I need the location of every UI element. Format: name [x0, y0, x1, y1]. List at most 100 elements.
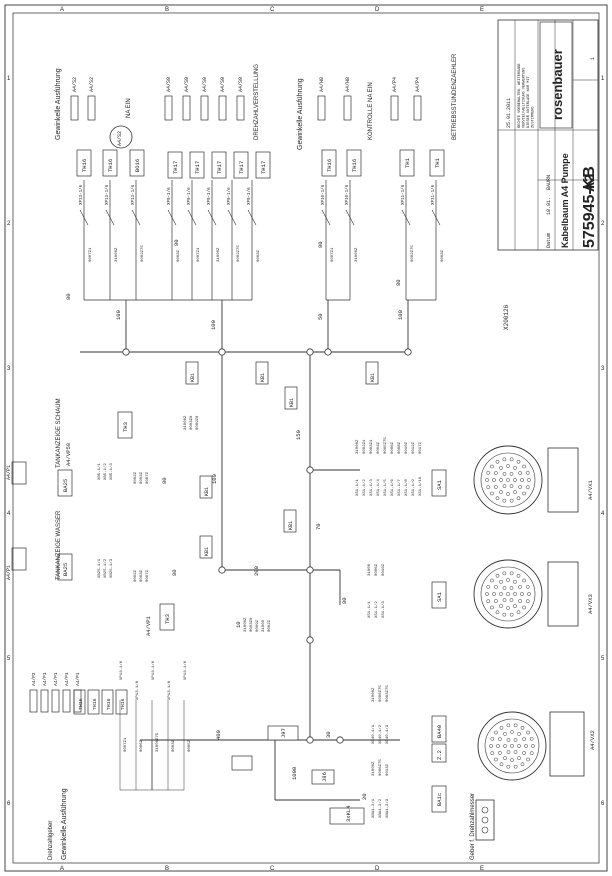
wire-xp-label: XP13-1/6 — [105, 184, 110, 205]
length-label: 50 — [317, 313, 324, 320]
svg-text:KB1: KB1 — [204, 487, 210, 496]
bottom-wire-runs: XP13-1/60007Z1XP13-1/60006ZXP13-1/631000… — [119, 660, 192, 791]
wire-code: 0017Z — [419, 441, 423, 454]
grid-number-left: 1 — [7, 76, 11, 82]
bundle-kb1-mid: KB1 KB1 KB1 KB1 — [199, 386, 298, 559]
conn-left-label: A4/P1 — [75, 672, 81, 686]
grid-letter-bottom: D — [375, 866, 380, 872]
length-label: 80 — [173, 239, 180, 246]
terminal-th17 — [167, 151, 183, 179]
length-label: 80 — [317, 241, 324, 248]
label-geber-drehzahl: Geber f. Drehzahlmesser — [470, 793, 476, 860]
length-label: 100 — [210, 320, 217, 330]
author: BAURN — [546, 175, 552, 190]
svg-text:A4/P1: A4/P1 — [6, 465, 12, 480]
connector-left-plug — [40, 689, 49, 713]
doc-code: X200126 — [503, 304, 510, 330]
svg-text:BA25: BA25 — [62, 479, 69, 492]
label-gewinkelle-left: Gewinkelle Ausführung — [55, 68, 62, 140]
wire-xp-label: XP9-1/6 — [247, 187, 252, 205]
wire-label: XBA1-2/1 — [371, 798, 376, 818]
term-th17-label: TH17 — [172, 161, 179, 174]
splice-node — [306, 636, 314, 644]
terminal-ba25-top: BA25 — [57, 469, 73, 497]
conn-s9-label: A4/S9 — [184, 77, 190, 92]
copyright-line: DIESER UNTERLAGE NUR MIT — [527, 75, 531, 128]
wire-label: XB40-1/2 — [378, 724, 383, 744]
wire-label: XS1-1/10 — [418, 476, 423, 496]
conn-left-label: A4/P1 — [42, 672, 48, 686]
grid-letter-bottom: C — [270, 866, 275, 872]
wire-code-label: 0007Z1 — [197, 247, 201, 262]
splice-node — [404, 348, 412, 356]
wire-code-label: 0007Z1 — [331, 247, 335, 262]
inner-frame — [12, 12, 600, 864]
main-bus — [80, 300, 409, 801]
drawing-number: 575945-KB — [581, 166, 598, 248]
length-label: 100 — [211, 474, 218, 484]
wire-xp-label: XP10-1/6 — [321, 184, 326, 205]
term-bo16: BO16 — [134, 159, 141, 172]
bottom-xp: XP13-1/6 — [151, 660, 156, 680]
grid-number-right: 4 — [601, 511, 605, 517]
th3-code: 0009Z0 — [196, 415, 200, 430]
kb1-row-c: KB1 — [370, 373, 376, 382]
kb1-row-b: KB1 — [260, 373, 266, 382]
wire-code: 0013Z — [386, 763, 390, 776]
svg-text:BA40: BA40 — [436, 725, 443, 738]
splice-node — [122, 348, 130, 356]
splice-node — [306, 566, 314, 574]
conn-left-label: A4/P1 — [53, 672, 59, 686]
svg-text:A4/P1: A4/P1 — [6, 565, 12, 580]
terminal-row-mid: TH16 TH16 TH1 TH1 — [321, 149, 445, 177]
ba25-wire: XB5-1/3 — [109, 463, 114, 480]
svg-text:3xKL4: 3xKL4 — [345, 805, 352, 822]
wire-label: XS1-1/2 — [362, 479, 367, 496]
term-th16-b: TH16 — [107, 159, 114, 172]
conn-left-label: A4/P3 — [31, 672, 37, 686]
wire-code: 0006Z — [375, 563, 379, 576]
revision-date: 25.01.2011 — [506, 98, 512, 128]
grid-number-right: 5 — [601, 656, 605, 662]
svg-text:KB1: KB1 — [289, 398, 295, 407]
bottom-code: 31000Z75 — [156, 732, 160, 752]
wire-code-label: 31000Z — [355, 247, 359, 262]
sensor-plug — [475, 799, 495, 841]
length-label: 80 — [161, 477, 168, 484]
wire-code: 0003Z75 — [386, 685, 390, 702]
wire-code-label: 0003Z — [441, 249, 445, 262]
conn-s9-label: A4/S9 — [166, 77, 172, 92]
terminal-row-top-left: TH16 TH16 BO16 — [76, 149, 145, 177]
grid-number-right: 1 — [601, 76, 605, 82]
conn-s9-label: A4/S9 — [238, 77, 244, 92]
label-na-ein: NA EIN — [126, 98, 132, 118]
conn-vp58: A4/VP58 — [65, 443, 72, 466]
ba1c-wires: XBA1-2/131000ZXBA1-2/20006Z75XBA1-2/3001… — [371, 759, 390, 818]
splice-node — [306, 466, 314, 474]
connector-a4-s9 — [182, 95, 191, 121]
svg-text:J86: J86 — [321, 772, 328, 782]
wire-code: 0004Z — [377, 441, 381, 454]
terminal-sa1-top: SA1 — [431, 469, 447, 497]
wire-label: XB40-1/1 — [371, 724, 376, 744]
wire-code-label: 0003Z — [257, 249, 261, 262]
wire-code: 0002Z1 — [363, 439, 367, 454]
ba25-code: 0002Z — [134, 471, 138, 484]
terminal-bottom — [101, 689, 114, 715]
wire-code-label: 0003Z — [177, 249, 181, 262]
label-gewinkelle-bottom: Gewinkelle Ausführung — [61, 788, 68, 860]
grid-letter-top: B — [165, 7, 169, 13]
th3m-code: 31000 — [262, 619, 266, 632]
svg-text:KB1: KB1 — [204, 547, 210, 556]
conn-p4-b: A4/P4 — [415, 77, 421, 92]
conn-p4-a: A4/P4 — [392, 77, 398, 92]
length-label: 30 — [325, 731, 332, 738]
wire-xp-label: XP9-1/6 — [187, 187, 192, 205]
conn-vp1: A4/VP1 — [145, 615, 152, 636]
